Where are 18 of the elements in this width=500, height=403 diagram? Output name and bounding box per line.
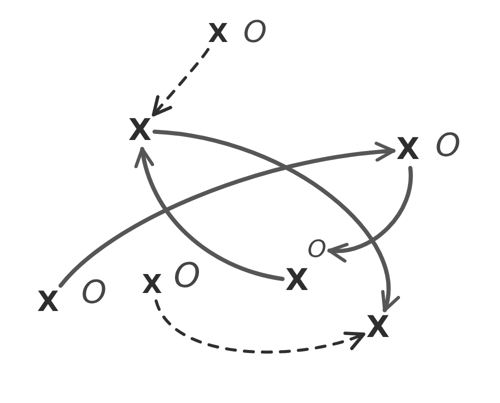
dashed-arrow [154,299,366,354]
player-mark: X [396,135,420,165]
player-mark: X [208,21,228,47]
player-mark: X [128,116,152,146]
player-mark: X [366,313,390,343]
player-mark: O [174,259,200,293]
player-mark: O [243,18,267,48]
player-mark: X [285,266,309,296]
player-mark: X [37,288,59,316]
dashed-arrow [152,48,210,117]
arrow [58,142,396,288]
player-mark: O [435,129,461,161]
arrow [152,130,398,312]
arrow [135,146,285,281]
arrow [327,166,413,262]
player-mark: O [308,237,326,261]
player-mark: O [81,276,107,308]
player-mark: X [142,272,162,298]
